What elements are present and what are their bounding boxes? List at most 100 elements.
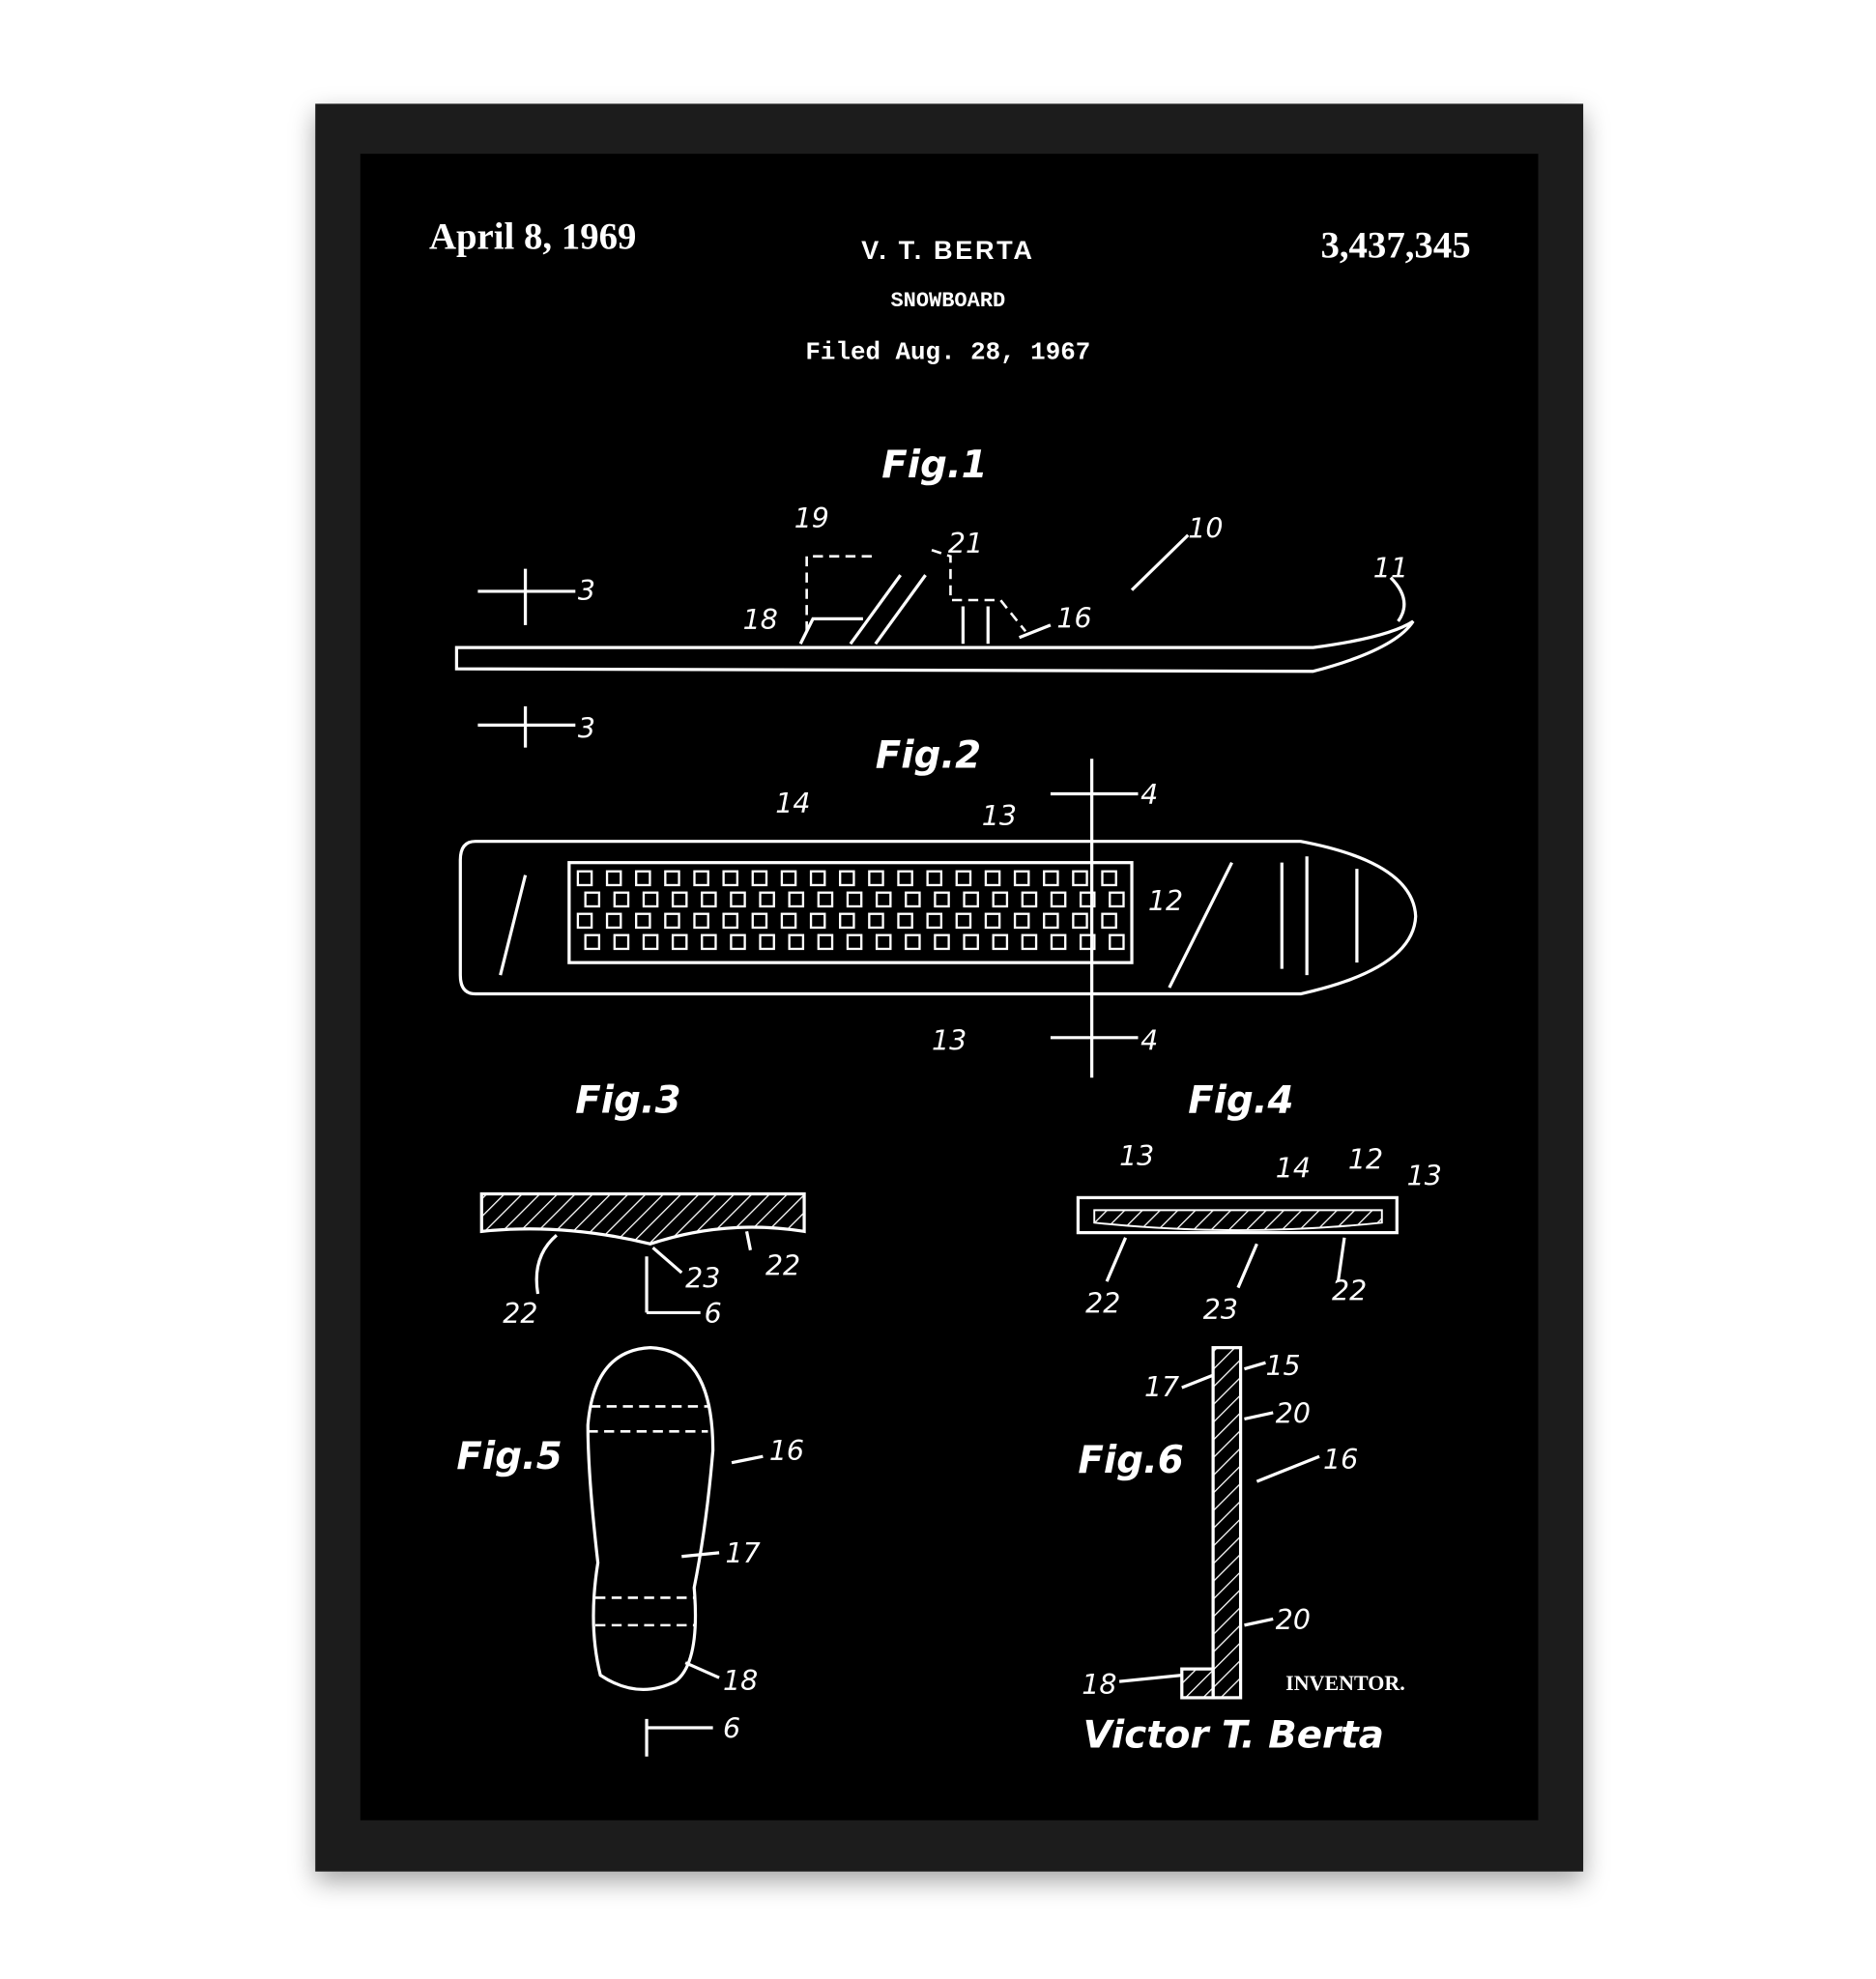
ref-label: 11	[1373, 553, 1408, 585]
inventor-label: INVENTOR.	[1285, 1671, 1405, 1695]
traction-cell	[839, 870, 855, 887]
traction-cell	[605, 912, 622, 930]
inventor-signature: Victor T. Berta	[1083, 1714, 1384, 1758]
ref-label: 22	[765, 1250, 800, 1282]
ref-label: 14	[1276, 1153, 1311, 1185]
traction-cell	[1021, 933, 1038, 951]
traction-cell	[780, 912, 797, 930]
ref-label: 13	[982, 800, 1017, 832]
traction-cell	[664, 870, 680, 887]
ref-label: 22	[1085, 1287, 1120, 1319]
fig2-label: Fig.2	[876, 733, 981, 777]
traction-cell	[693, 912, 709, 930]
traction-cell	[1013, 870, 1030, 887]
traction-cell	[701, 933, 717, 951]
ref-label: 20	[1276, 1397, 1311, 1429]
traction-cell	[635, 912, 651, 930]
traction-cell	[1043, 912, 1059, 930]
ref-label: 3	[578, 712, 595, 744]
ref-label: 4	[1140, 779, 1158, 811]
patent-date: April 8, 1969	[429, 215, 636, 257]
ref-label: 23	[685, 1263, 720, 1295]
traction-cell	[1109, 891, 1125, 908]
traction-cell	[671, 933, 688, 951]
fig6-label: Fig.6	[1078, 1439, 1183, 1482]
traction-cell	[1050, 891, 1067, 908]
traction-cell	[963, 891, 979, 908]
traction-cell	[576, 912, 593, 930]
ref-label: 16	[769, 1435, 804, 1467]
traction-cell	[955, 912, 972, 930]
traction-cell	[730, 933, 746, 951]
ref-label: 12	[1348, 1144, 1383, 1176]
traction-cell	[788, 891, 805, 908]
traction-cell	[984, 870, 1001, 887]
traction-cell	[839, 912, 855, 930]
ref-label: 14	[775, 788, 810, 819]
ref-label: 17	[726, 1537, 761, 1569]
inventor-name-header: V. T. BERTA	[861, 235, 1034, 265]
traction-cell	[1013, 912, 1030, 930]
ref-label: 6	[705, 1298, 722, 1330]
ref-label: 6	[723, 1712, 740, 1744]
ref-label: 19	[794, 502, 829, 534]
traction-cell	[693, 870, 709, 887]
traction-cell	[613, 891, 630, 908]
traction-cell	[905, 933, 921, 951]
traction-cell	[642, 891, 659, 908]
fig5-label: Fig.5	[456, 1435, 562, 1478]
ref-label: 4	[1140, 1025, 1158, 1057]
traction-cell	[1072, 870, 1088, 887]
ref-label: 15	[1265, 1350, 1300, 1382]
traction-cell	[897, 870, 913, 887]
traction-cell	[926, 912, 943, 930]
figure-3: Fig.3 22 23 22 6	[479, 1078, 806, 1330]
traction-cell	[934, 891, 950, 908]
poster	[360, 154, 1539, 1821]
fig3-label: Fig.3	[575, 1078, 680, 1122]
traction-cell	[788, 933, 805, 951]
traction-cell	[817, 933, 834, 951]
traction-cell	[1079, 891, 1096, 908]
ref-label: 21	[948, 528, 983, 559]
traction-cell	[905, 891, 921, 908]
traction-cell	[613, 933, 630, 951]
ref-label: 18	[723, 1665, 758, 1697]
traction-cell	[584, 933, 601, 951]
ref-label: 17	[1144, 1371, 1179, 1403]
traction-cell	[875, 891, 892, 908]
ref-label: 13	[1119, 1140, 1154, 1172]
ref-label: 16	[1056, 602, 1091, 634]
traction-cell	[1021, 891, 1038, 908]
traction-cell	[846, 891, 863, 908]
traction-cell	[605, 870, 622, 887]
traction-cell	[584, 891, 601, 908]
traction-cell	[642, 933, 659, 951]
figure-4: Fig.4 13 14 12 13 22 23 22	[1076, 1078, 1442, 1326]
ref-label: 10	[1188, 512, 1223, 544]
traction-cell	[780, 870, 797, 887]
ref-label: 13	[1407, 1160, 1442, 1191]
patent-number: 3,437,345	[1320, 225, 1470, 267]
traction-cell	[1072, 912, 1088, 930]
traction-cell	[1050, 933, 1067, 951]
traction-cell	[1101, 870, 1117, 887]
traction-cell	[897, 912, 913, 930]
traction-cell	[576, 870, 593, 887]
fig4-label: Fig.4	[1188, 1078, 1293, 1122]
traction-cell	[963, 933, 979, 951]
traction-cell	[1043, 870, 1059, 887]
ref-label: 20	[1276, 1604, 1311, 1636]
traction-cell	[1109, 933, 1125, 951]
figure-5: Fig.5 16 17 18 6	[456, 1346, 804, 1757]
figure-6: Fig.6 17 15 20 16 20 18	[1078, 1346, 1358, 1701]
traction-cell	[992, 933, 1009, 951]
patent-title: SNOWBOARD	[890, 289, 1005, 313]
traction-cell	[934, 933, 950, 951]
traction-cell	[635, 870, 651, 887]
fig1-label: Fig.1	[881, 444, 987, 487]
traction-cell	[722, 870, 739, 887]
traction-cell	[1079, 933, 1096, 951]
ref-label: 12	[1148, 885, 1183, 917]
